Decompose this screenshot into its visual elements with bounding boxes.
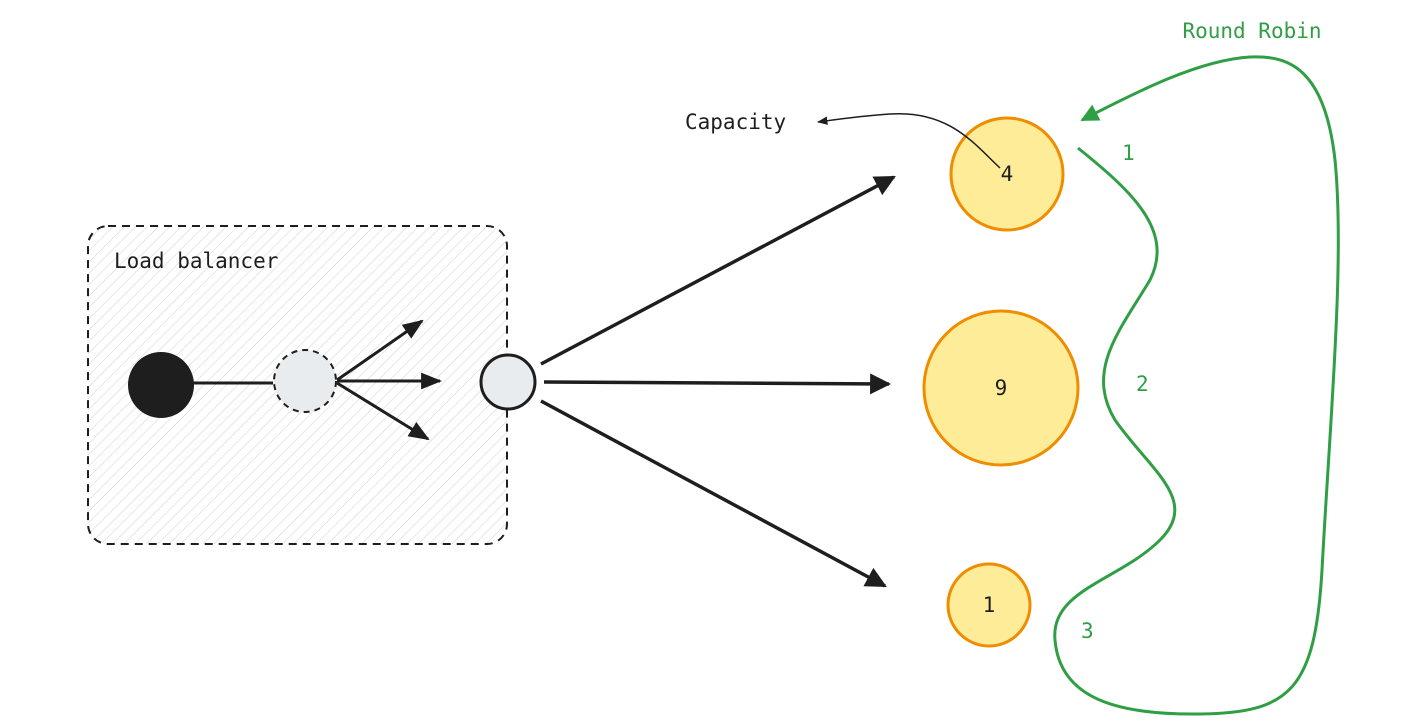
round-robin-path	[1053, 55, 1340, 716]
load-balancer-label: Load balancer	[114, 249, 278, 273]
dispatcher-node	[273, 349, 337, 413]
dispatch-arrow-down	[336, 381, 430, 441]
round-robin-title: Round Robin	[1182, 19, 1321, 43]
server-2: 9	[922, 309, 1080, 467]
output-node	[479, 353, 537, 411]
route-arrow-server-1	[540, 175, 896, 366]
route-arrow-server-3	[540, 399, 887, 588]
request-source-node	[128, 352, 194, 418]
dispatch-arrow-up	[336, 319, 424, 382]
routing-arrows	[540, 175, 896, 588]
server-1: 4	[949, 116, 1065, 232]
round-robin-step-3: 3	[1081, 619, 1094, 643]
server-3-capacity: 1	[983, 593, 996, 617]
server-2-capacity: 9	[995, 376, 1008, 400]
server-3: 1	[946, 562, 1032, 648]
capacity-pointer-arrow	[816, 113, 1001, 169]
server-1-capacity: 4	[1001, 162, 1014, 186]
round-robin-step-1: 1	[1122, 141, 1135, 165]
round-robin-loop: Round Robin 1 2 3	[1053, 19, 1340, 716]
capacity-label: Capacity	[685, 110, 786, 134]
capacity-annotation: Capacity	[685, 110, 1001, 169]
round-robin-step-2: 2	[1136, 372, 1149, 396]
route-arrow-server-2	[543, 373, 892, 395]
load-balancer-internals	[128, 319, 537, 441]
